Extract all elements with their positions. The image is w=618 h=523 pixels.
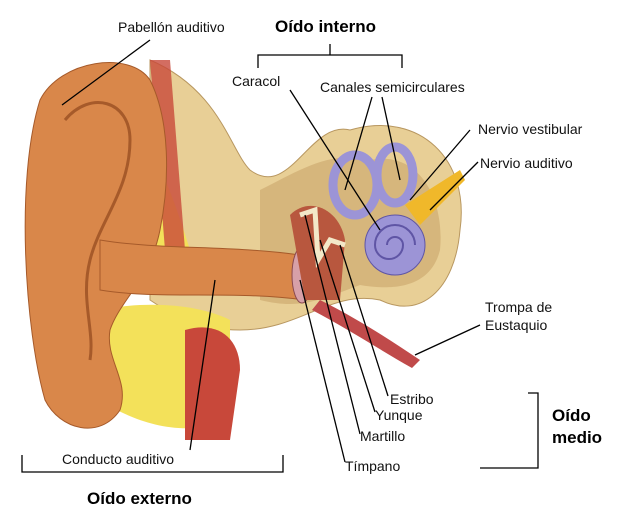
label-eustachian-line1: Trompa de bbox=[485, 299, 553, 315]
ossicles bbox=[299, 206, 346, 269]
label-semicircular-canals: Canales semicirculares bbox=[320, 79, 465, 95]
label-auditory-nerve: Nervio auditivo bbox=[480, 155, 573, 171]
pinna-fold bbox=[63, 101, 132, 361]
label-vestibular-nerve: Nervio vestibular bbox=[478, 121, 583, 137]
label-eustachian-line2: Eustaquio bbox=[485, 317, 548, 333]
label-incus: Yunque bbox=[375, 407, 423, 423]
label-malleus: Martillo bbox=[360, 428, 406, 444]
label-ear-canal: Conducto auditivo bbox=[62, 451, 175, 467]
middle-ear-heading-line2: medio bbox=[552, 428, 603, 447]
semicircular-canal bbox=[372, 142, 418, 208]
nerve bbox=[405, 170, 465, 225]
label-cochlea: Caracol bbox=[232, 73, 281, 89]
inner-ear-heading: Oído interno bbox=[275, 17, 377, 36]
cochlea-spiral bbox=[373, 224, 416, 260]
label-pinna: Pabellón auditivo bbox=[118, 19, 225, 35]
outer-ear-heading: Oído externo bbox=[87, 489, 192, 508]
muscle bbox=[185, 327, 240, 440]
label-eardrum: Tímpano bbox=[345, 458, 401, 474]
middle-ear-heading-line1: Oído bbox=[552, 406, 591, 425]
eustachian-tube bbox=[312, 300, 420, 368]
label-stapes: Estribo bbox=[390, 391, 434, 407]
